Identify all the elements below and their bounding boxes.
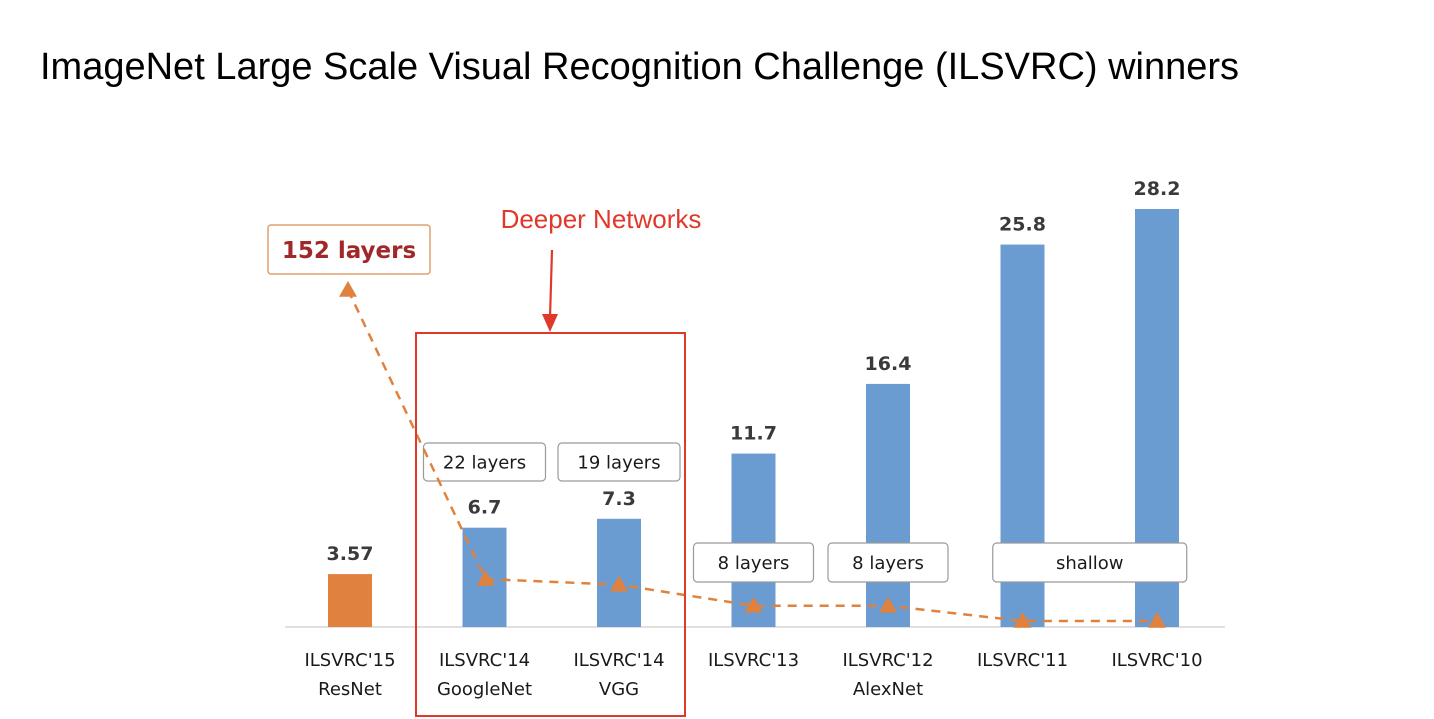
- category-label-0-0: ILSVRC'15: [304, 650, 395, 671]
- depth-label-text-0: 152 layers: [282, 238, 416, 264]
- bar-value-label-1: 6.7: [468, 497, 502, 519]
- category-label-5-0: ILSVRC'11: [977, 650, 1068, 671]
- depth-label-box-4: [827, 542, 949, 583]
- highlight-box: [415, 332, 686, 717]
- category-label-0-1: ResNet: [318, 679, 382, 700]
- depth-label-box-3: [692, 542, 815, 583]
- bar-4: [866, 383, 910, 627]
- depth-trend-layer: [339, 281, 1166, 628]
- depth-trend-marker-3: [744, 596, 763, 613]
- bar-value-label-0: 3.57: [327, 543, 374, 565]
- depth-label-box-5: [992, 542, 1188, 583]
- depth-trend-marker-0: [339, 281, 357, 297]
- bar-2: [597, 518, 641, 627]
- slide-title: ImageNet Large Scale Visual Recognition …: [40, 46, 1240, 88]
- depth-trend-marker-1: [476, 570, 495, 586]
- category-label-3-0: ILSVRC'13: [708, 650, 799, 671]
- depth-label-text-1: 22 layers: [443, 453, 526, 474]
- depth-label-text-3: 8 layers: [718, 553, 790, 574]
- bar-value-label-4: 16.4: [865, 353, 912, 375]
- depth-label-text-2: 19 layers: [577, 453, 660, 474]
- deeper-networks-highlight: Deeper Networks: [415, 204, 702, 717]
- category-label-1-1: GoogleNet: [437, 679, 532, 700]
- category-label-4-1: AlexNet: [853, 679, 923, 700]
- highlight-label: Deeper Networks: [501, 204, 702, 234]
- depth-trend-marker-5: [1013, 612, 1032, 628]
- depth-label-text-4: 8 layers: [852, 553, 924, 574]
- depth-label-text-5: shallow: [1056, 553, 1124, 574]
- depth-trend-marker-4: [879, 596, 897, 613]
- depth-label-box-2: [557, 442, 681, 482]
- bar-value-label-6: 28.2: [1134, 178, 1181, 200]
- depth-label-box-0: [267, 224, 431, 275]
- bar-0: [328, 574, 372, 627]
- depth-trend-marker-2: [610, 575, 628, 592]
- category-label-2-1: VGG: [599, 679, 639, 700]
- bar-value-label-2: 7.3: [602, 488, 636, 510]
- highlight-arrow-shaft: [548, 249, 554, 319]
- depth-label-boxes: 152 layers 22 layers 19 layers 8 layers 8 la…: [267, 224, 1188, 583]
- category-label-1-0: ILSVRC'14: [439, 650, 530, 671]
- bar-value-label-3: 11.7: [730, 423, 777, 445]
- bar-value-label-5: 25.8: [999, 214, 1046, 236]
- category-label-6-0: ILSVRC'10: [1111, 650, 1202, 671]
- depth-label-box-1: [422, 442, 547, 482]
- depth-trend-marker-6: [1148, 612, 1166, 628]
- highlight-arrow-head: [542, 314, 558, 332]
- category-label-4-0: ILSVRC'12: [842, 650, 933, 671]
- category-label-2-0: ILSVRC'14: [573, 650, 664, 671]
